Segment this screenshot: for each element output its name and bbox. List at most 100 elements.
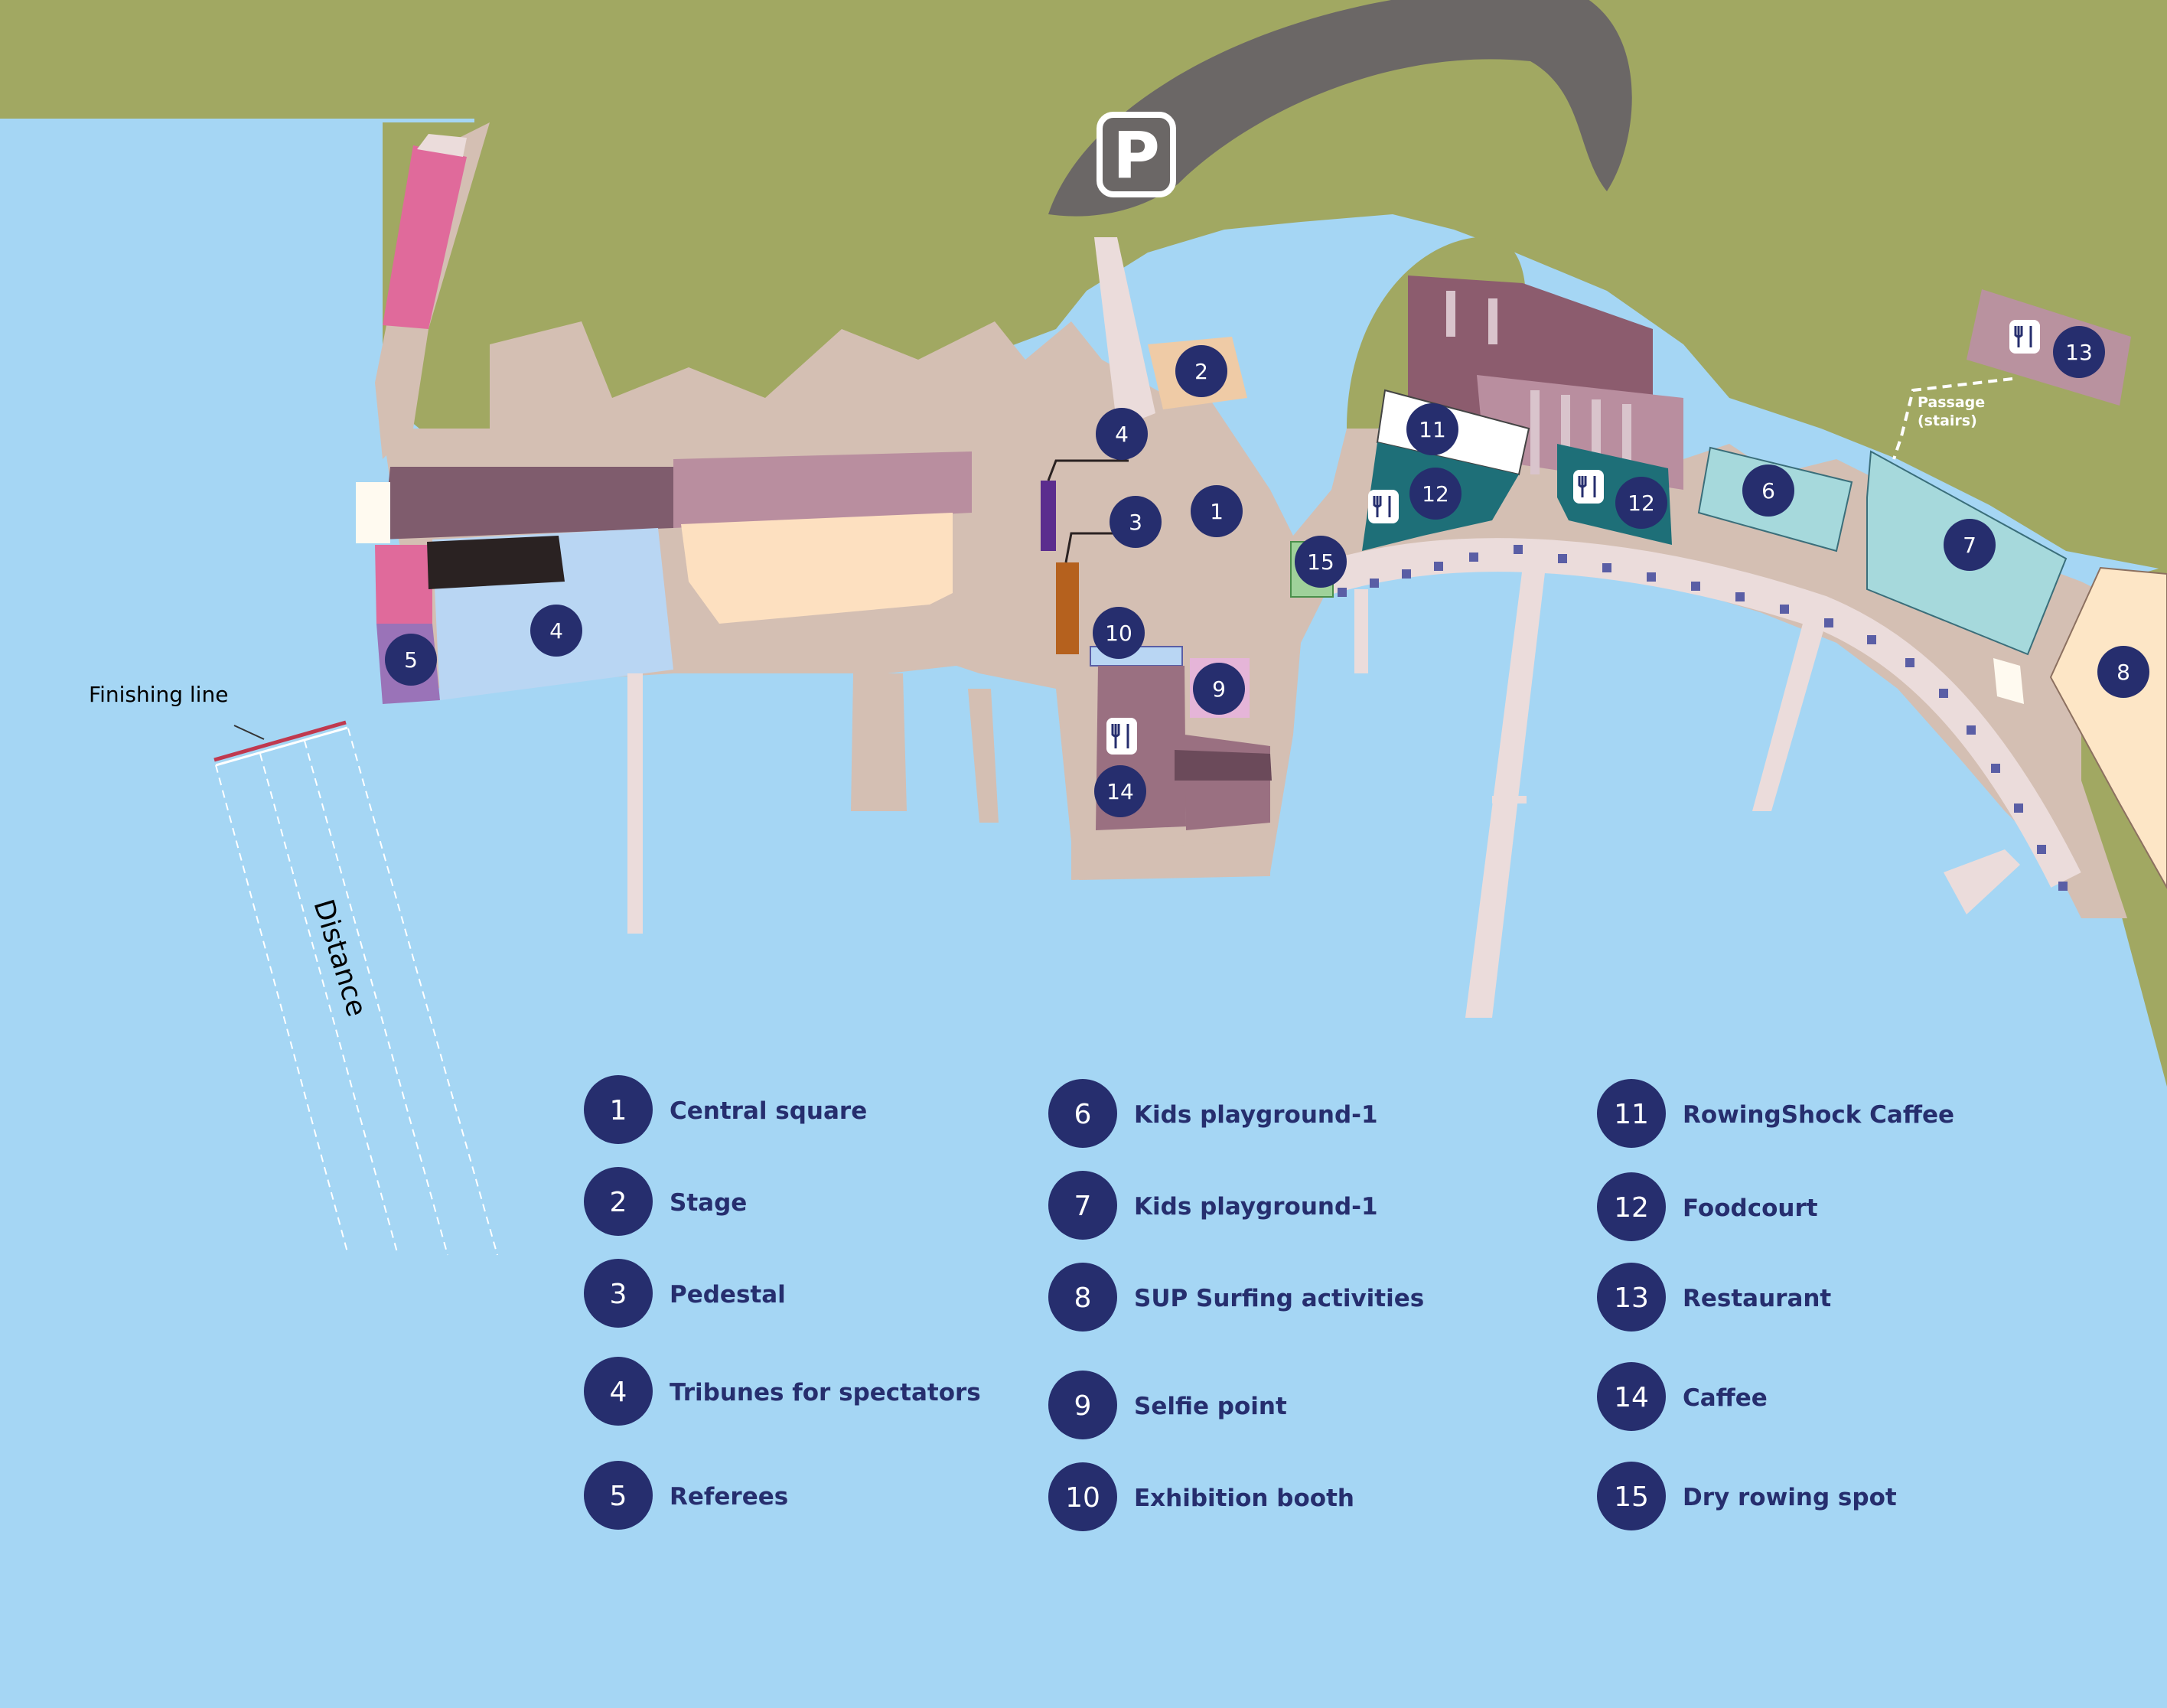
legend-number: 13 xyxy=(1614,1283,1649,1314)
marker-rowingshock-caffee[interactable]: 11 xyxy=(1406,403,1458,455)
legend-label: Foodcourt xyxy=(1683,1195,1818,1222)
marker-number: 10 xyxy=(1105,621,1132,646)
marker-kids-playground[interactable]: 6 xyxy=(1742,464,1794,517)
legend-number: 1 xyxy=(610,1095,627,1126)
fork-knife-icon xyxy=(1573,470,1604,504)
legend-number: 12 xyxy=(1614,1192,1649,1224)
legend-item: 5 Referees xyxy=(584,1461,788,1530)
legend-marker xyxy=(1597,1462,1666,1530)
parking-label: P xyxy=(1113,118,1160,193)
marker-number: 2 xyxy=(1194,359,1208,384)
passage-label: (stairs) xyxy=(1918,412,1977,429)
marker-number: 3 xyxy=(1129,510,1142,535)
marker-restaurant[interactable]: 13 xyxy=(2053,326,2105,378)
marker-number: 6 xyxy=(1761,478,1775,504)
legend-marker xyxy=(1597,1172,1666,1241)
legend-number: 15 xyxy=(1614,1481,1649,1513)
legend-label: SUP Surfing activities xyxy=(1134,1285,1424,1312)
tribunes-bar xyxy=(1041,481,1056,551)
pink-pier xyxy=(383,145,467,329)
marker-caffee[interactable]: 14 xyxy=(1094,765,1146,817)
marker-tribunes-for-spectators[interactable]: 4 xyxy=(1096,408,1148,460)
marker-circle xyxy=(1110,496,1162,548)
marker-foodcourt[interactable]: 12 xyxy=(1615,477,1667,529)
marker-circle xyxy=(2053,326,2105,378)
parking-icon[interactable]: P xyxy=(1097,112,1176,197)
pier xyxy=(1354,589,1368,673)
marker-dry-rowing-spot[interactable]: 15 xyxy=(1295,536,1347,588)
marker-tribunes-for-spectators[interactable]: 4 xyxy=(530,605,582,657)
legend-label: Pedestal xyxy=(670,1281,786,1309)
legend-label: Kids playground-1 xyxy=(1134,1101,1378,1129)
legend-marker xyxy=(584,1461,653,1530)
legend-label: Dry rowing spot xyxy=(1683,1484,1897,1511)
legend-number: 8 xyxy=(1074,1283,1092,1314)
pier-end xyxy=(417,134,467,157)
marker-foodcourt[interactable]: 12 xyxy=(1409,468,1462,520)
pier xyxy=(1075,842,1270,880)
pier xyxy=(851,673,907,811)
legend-number: 2 xyxy=(610,1187,627,1218)
marker-leader xyxy=(1064,532,1117,563)
marker-referees[interactable]: 5 xyxy=(385,634,437,686)
legend-marker xyxy=(1048,1462,1117,1531)
marker-number: 7 xyxy=(1963,533,1976,558)
marker-number: 15 xyxy=(1307,549,1334,575)
legend-label: Central square xyxy=(670,1097,867,1125)
legend-marker xyxy=(1597,1263,1666,1332)
small-kiosk xyxy=(1993,658,2024,704)
legend-item: 6 Kids playground-1 xyxy=(1048,1079,1378,1148)
marker-kids-playground[interactable]: 7 xyxy=(1944,519,1996,571)
legend-item: 8 SUP Surfing activities xyxy=(1048,1263,1424,1332)
legend-marker xyxy=(1048,1171,1117,1240)
marker-number: 14 xyxy=(1106,779,1134,804)
building-roof xyxy=(383,467,673,539)
legend-marker xyxy=(584,1259,653,1328)
marker-selfie-point[interactable]: 9 xyxy=(1193,663,1245,715)
marker-circle xyxy=(1193,663,1245,715)
marker-number: 1 xyxy=(1210,499,1224,524)
marker-number: 4 xyxy=(549,618,563,644)
fork-knife-icon xyxy=(2009,320,2040,354)
marker-sup-surfing[interactable]: 8 xyxy=(2097,646,2149,698)
legend-item: 15 Dry rowing spot xyxy=(1597,1462,1897,1530)
legend-item: 1 Central square xyxy=(584,1075,867,1144)
marker-number: 13 xyxy=(2065,340,2093,365)
legend-label: Caffee xyxy=(1683,1384,1768,1412)
marker-central-square[interactable]: 1 xyxy=(1191,485,1243,537)
legend-marker xyxy=(1048,1371,1117,1439)
passage-path xyxy=(1892,377,2013,460)
legend-label: Referees xyxy=(670,1483,788,1511)
legend-number: 10 xyxy=(1065,1482,1100,1514)
legend-number: 9 xyxy=(1074,1390,1092,1422)
marker-circle xyxy=(1191,485,1243,537)
legend-marker xyxy=(1048,1263,1117,1332)
legend-number: 5 xyxy=(610,1481,627,1512)
referees-block xyxy=(375,545,432,624)
legend-number: 11 xyxy=(1614,1099,1649,1130)
marker-circle xyxy=(1094,765,1146,817)
marker-circle xyxy=(1175,345,1227,397)
finishing-line xyxy=(213,720,348,767)
marker-number: 8 xyxy=(2116,660,2130,685)
marker-pedestal[interactable]: 3 xyxy=(1110,496,1162,548)
pedestal-bar xyxy=(1056,562,1079,654)
pier xyxy=(627,673,643,934)
marker-exhibition-booth[interactable]: 10 xyxy=(1093,607,1145,659)
pier xyxy=(968,689,999,823)
legend-number: 6 xyxy=(1074,1099,1092,1130)
fork-knife-icon xyxy=(1368,490,1399,523)
marker-number: 4 xyxy=(1115,422,1129,447)
legend-label: Kids playground-1 xyxy=(1134,1193,1378,1221)
legend-number: 7 xyxy=(1074,1191,1092,1222)
marker-stage[interactable]: 2 xyxy=(1175,345,1227,397)
access-road xyxy=(1094,237,1155,429)
walkway xyxy=(1311,538,2081,888)
legend-number: 4 xyxy=(610,1377,627,1408)
legend-marker xyxy=(584,1167,653,1236)
